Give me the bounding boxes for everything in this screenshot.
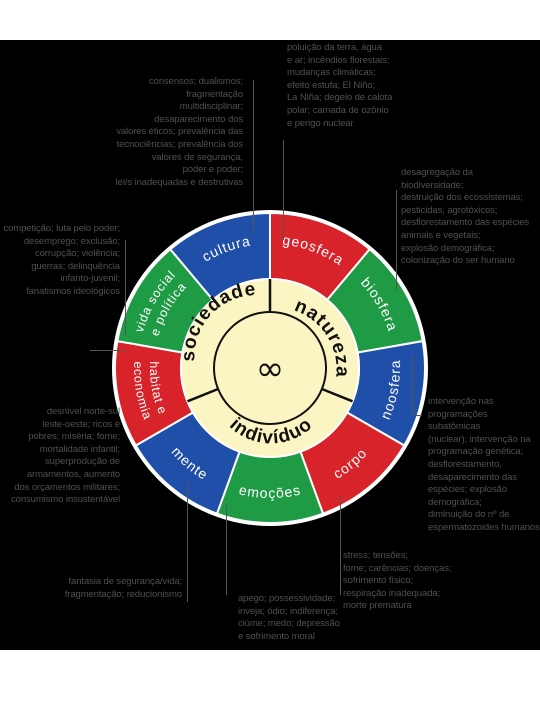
note-mente: fantasia de segurança/vida; fragmentação…: [64, 576, 182, 600]
note-noosfera: intervenção nas programações subatômicas…: [428, 396, 540, 533]
inner-ring: sociedade natureza indivíduo ∞: [178, 278, 360, 458]
infinity-icon: ∞: [256, 349, 284, 389]
leader-line: [412, 415, 422, 416]
leader-line: [90, 350, 125, 351]
note-habitat: desnível norte-sul leste-oeste; ricos e …: [10, 406, 120, 506]
leader-line: [226, 505, 227, 595]
leader-line: [340, 495, 341, 595]
divider-line: [321, 387, 353, 403]
leader-line: [396, 190, 397, 290]
leader-line: [125, 240, 126, 335]
note-cultura: consensos; dualismos; fragmentação multi…: [115, 76, 243, 188]
note-biosfera: desagregação da biodiversidade; destruiç…: [401, 167, 530, 267]
divider-line: [187, 387, 219, 403]
core-circle: [213, 311, 327, 425]
leader-line: [187, 482, 188, 602]
leader-line: [412, 355, 413, 415]
note-corpo: stress; tensões; fome; carências; doença…: [343, 550, 452, 612]
note-vida: competição; luta pelo poder; desemprego;…: [3, 223, 120, 297]
note-geosfera: poluição da terra, água e ar; incêndios …: [287, 42, 393, 129]
outer-ring: [112, 210, 428, 526]
wheel-diagram: geosferabiosferanoosferacorpoemoçõesment…: [112, 210, 428, 526]
note-emocoes: apego; possessividade; inveja; ódio; ind…: [238, 593, 340, 642]
leader-line: [283, 140, 284, 240]
segment-label-emocoes: emoções: [238, 481, 303, 501]
leader-line: [253, 80, 254, 230]
